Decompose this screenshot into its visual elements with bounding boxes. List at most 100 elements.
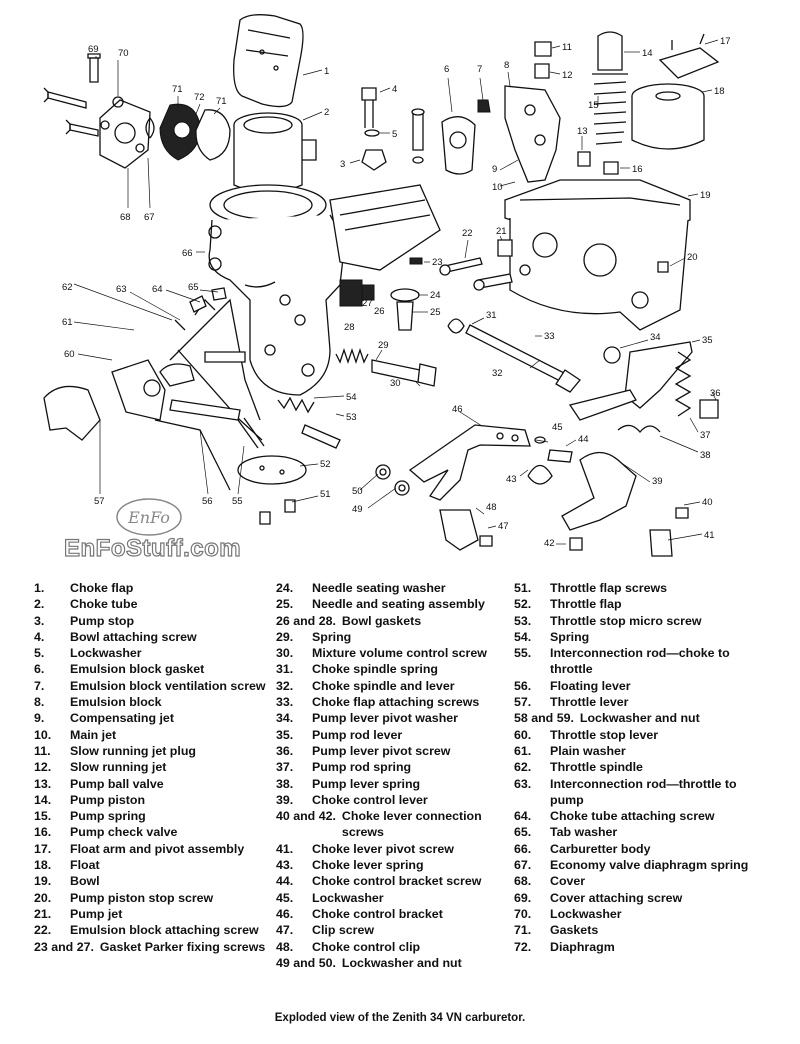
callout-17: 17 bbox=[720, 36, 731, 47]
legend-item-number: 55. bbox=[514, 646, 532, 661]
legend-item-label: Pump piston stop screw bbox=[70, 890, 214, 905]
legend-item: 5.Lockwasher bbox=[34, 645, 274, 661]
legend-item-number: 13. bbox=[34, 776, 52, 791]
legend-item: 4.Bowl attaching screw bbox=[34, 629, 274, 645]
enfo-watermark-logo: EnFo bbox=[116, 498, 182, 536]
legend-item: 3. Pump stop bbox=[34, 613, 274, 629]
callout-50: 50 bbox=[352, 486, 363, 497]
legend-item: 15.Pump spring bbox=[34, 808, 274, 824]
mixture-screw bbox=[335, 347, 437, 387]
legend-item: 14. Pump piston bbox=[34, 792, 274, 808]
legend-item: 56.Floating lever bbox=[514, 678, 764, 694]
legend-item-number: 22. bbox=[34, 923, 52, 938]
legend-item-label: Interconnection rod—choke to throttle bbox=[550, 646, 730, 677]
legend-item: 19.Bowl bbox=[34, 873, 274, 889]
legend-item-label: Throttle spindle bbox=[550, 760, 643, 775]
legend-item: 9.Compensating jet bbox=[34, 710, 274, 726]
throttle-linkage bbox=[43, 287, 263, 491]
legend-item-number: 14. bbox=[34, 792, 52, 807]
legend-item-label: Choke flap bbox=[70, 581, 134, 595]
legend-item: 11.Slow running jet plug bbox=[34, 743, 274, 759]
legend-item-label: Emulsion block gasket bbox=[70, 662, 205, 677]
callout-44: 44 bbox=[578, 434, 589, 445]
callout-19: 19 bbox=[700, 190, 711, 201]
legend-item: 64.Choke tube attaching screw bbox=[514, 808, 764, 824]
callout-49: 49 bbox=[352, 504, 363, 515]
watermark-site: EnFoStuff.com bbox=[63, 534, 242, 562]
callout-21: 21 bbox=[496, 226, 507, 237]
legend-item-label: Float arm and pivot assembly bbox=[70, 841, 245, 856]
legend-item-number: 67. bbox=[514, 858, 532, 873]
legend-item-number: 52. bbox=[514, 597, 532, 612]
legend-item: 44.Choke control bracket screw bbox=[276, 873, 512, 889]
legend-item: 54.Spring bbox=[514, 629, 764, 645]
legend-item-label: Throttle flap bbox=[550, 597, 622, 612]
callout-38: 38 bbox=[700, 450, 711, 461]
callout-14: 14 bbox=[642, 48, 653, 59]
callout-43: 43 bbox=[506, 474, 517, 485]
callout-22: 22 bbox=[462, 228, 473, 239]
legend-item-label: Pump spring bbox=[70, 809, 146, 824]
legend-item-label: Choke spindle and lever bbox=[312, 678, 455, 693]
legend-item: 33. Choke flap attaching screws bbox=[276, 694, 512, 710]
callout-8: 8 bbox=[504, 60, 509, 71]
legend-item-number: 17. bbox=[34, 841, 52, 856]
legend-item-label: Diaphragm bbox=[550, 939, 615, 954]
callout-13: 13 bbox=[577, 126, 588, 137]
legend-item-label: Cover attaching screw bbox=[550, 890, 683, 905]
legend-item-label: Pump rod spring bbox=[312, 760, 412, 775]
legend-item-label: Bowl bbox=[70, 874, 100, 889]
callout-69: 69 bbox=[88, 44, 99, 55]
legend-item-label: Choke tube attaching screw bbox=[550, 809, 715, 824]
legend-item: 12.Slow running jet bbox=[34, 759, 274, 775]
legend-item-number: 11. bbox=[34, 743, 51, 758]
callout-25: 25 bbox=[430, 307, 441, 318]
legend-item-label: Choke control lever bbox=[312, 792, 428, 807]
legend-item: 38.Pump lever spring bbox=[276, 776, 512, 792]
callout-72: 72 bbox=[194, 92, 205, 103]
legend-item-label: Pump stop bbox=[70, 613, 135, 628]
legend-item-label: Mixture volume control screw bbox=[312, 646, 487, 661]
callout-56: 56 bbox=[202, 496, 213, 507]
legend-item-number: 12. bbox=[34, 760, 52, 775]
legend-item-label: Choke flap attaching screws bbox=[312, 695, 480, 710]
callout-54: 54 bbox=[346, 392, 357, 403]
callout-24: 24 bbox=[430, 290, 441, 301]
legend-item-number: 57. bbox=[514, 695, 532, 710]
legend-item-number: 21. bbox=[34, 906, 52, 921]
legend-item-number: 3. bbox=[34, 613, 45, 628]
callout-68: 68 bbox=[120, 212, 131, 223]
legend-item-label: Pump jet bbox=[70, 906, 123, 921]
legend-item-label: Choke lever spring bbox=[312, 858, 424, 873]
callout-42: 42 bbox=[544, 538, 555, 549]
legend-item-label: Gaskets bbox=[550, 923, 599, 938]
callout-28: 28 bbox=[344, 322, 355, 333]
legend-item: 51.Throttle flap screws bbox=[514, 580, 764, 596]
callout-9: 9 bbox=[492, 164, 497, 175]
legend-item: 32.Choke spindle and lever bbox=[276, 678, 512, 694]
legend-item: 67.Economy valve diaphragm spring bbox=[514, 857, 764, 873]
legend-item: 58 and 59.Lockwasher and nut bbox=[514, 710, 764, 726]
callout-7: 7 bbox=[477, 64, 482, 75]
legend-item-label: Floating lever bbox=[550, 678, 631, 693]
legend-item-number: 54. bbox=[514, 629, 532, 644]
needle-assembly bbox=[339, 279, 420, 331]
legend-item-number: 33. bbox=[276, 695, 294, 710]
callout-51: 51 bbox=[320, 489, 331, 500]
legend-item-label: Choke tube bbox=[70, 597, 138, 612]
legend-item: 26 and 28.Bowl gaskets bbox=[276, 613, 512, 629]
legend-item-label: Needle and seating assembly bbox=[312, 597, 485, 612]
legend-item-number: 4. bbox=[34, 629, 45, 644]
callout-1: 1 bbox=[324, 66, 329, 77]
legend-item-label: Pump piston bbox=[70, 792, 146, 807]
callout-20: 20 bbox=[687, 252, 698, 263]
small-screws-right bbox=[409, 239, 669, 291]
callout-55: 55 bbox=[232, 496, 243, 507]
legend-item-label: Compensating jet bbox=[70, 711, 174, 726]
legend-item-label: Emulsion block bbox=[70, 695, 162, 710]
legend-item: 41.Choke lever pivot screw bbox=[276, 841, 512, 857]
legend-item-label: Lockwasher bbox=[312, 890, 384, 905]
legend-item: 1.Choke flap bbox=[34, 580, 274, 596]
legend-item-number: 51. bbox=[514, 581, 532, 595]
